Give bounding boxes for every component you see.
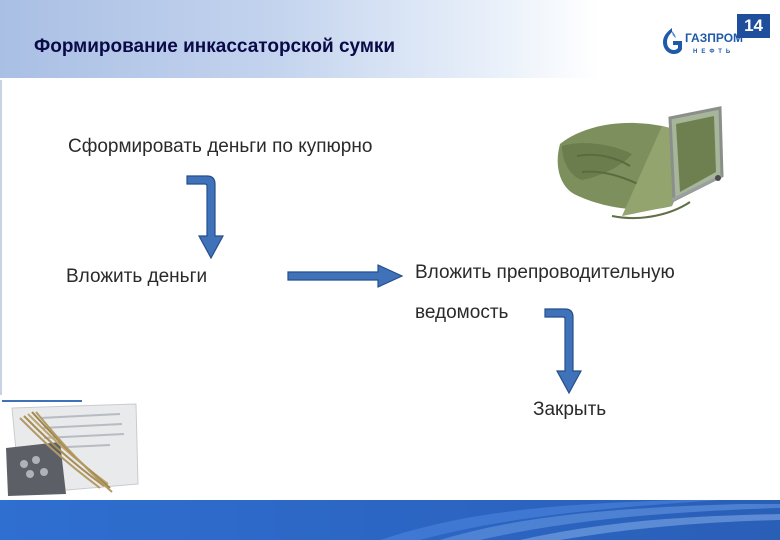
gazprom-neft-logo: ГАЗПРОМ НЕФТЬ [663,28,743,55]
canvas-bag-photo [552,96,774,236]
logo-text: ГАЗПРОМ [685,31,743,45]
step-insert-statement: Вложить препроводительную ведомость [415,262,675,323]
right-arrow-icon [287,264,404,288]
logo-subtext: НЕФТЬ [693,49,734,55]
flame-g-icon [663,28,682,54]
logo-area [600,0,780,78]
elbow-down-arrow-icon [186,175,225,260]
left-divider [0,80,2,395]
footer-band [0,500,780,540]
elbow-down-arrow-icon [544,308,583,395]
step-close: Закрыть [533,399,607,420]
page-number: 14 [737,14,770,38]
step-form-money: Сформировать деньги по купюрно [68,136,373,157]
seal-kit-photo [0,398,142,498]
header-band [0,0,600,78]
step-insert-money: Вложить деньги [66,266,208,287]
slide-title: Формирование инкассаторской сумки [34,36,396,57]
footer-stripes [380,500,780,540]
